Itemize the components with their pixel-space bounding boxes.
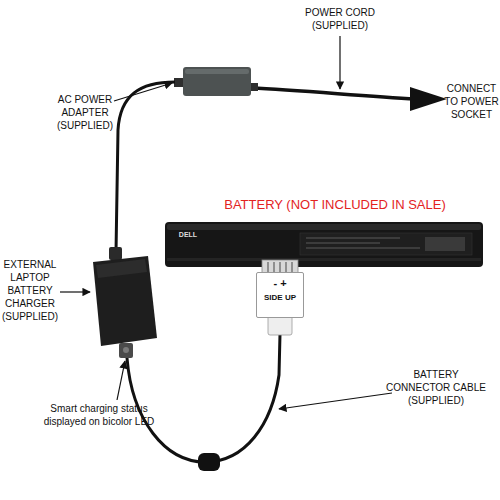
plug-pin <box>291 262 293 272</box>
battery-heading: BATTERY (NOT INCLUDED IN SALE) <box>185 197 485 213</box>
polarity-mark: - + <box>257 277 303 290</box>
callout-label: AC POWER ADAPTER (SUPPLIED) <box>52 93 118 132</box>
led-plug <box>119 343 133 358</box>
sticker-print <box>306 243 380 244</box>
brand-text: DELL <box>173 231 203 239</box>
plug-pin <box>279 262 281 272</box>
power-cord <box>251 88 416 99</box>
cord-arrow <box>410 87 447 111</box>
dc-plug <box>109 247 122 260</box>
leader-arrow <box>117 361 125 400</box>
callout-label: BATTERY CONNECTOR CABLE (SUPPLIED) <box>383 368 489 407</box>
ferrite-bead <box>198 453 220 471</box>
sticker-print <box>306 248 420 249</box>
leader-arrow <box>114 83 172 101</box>
battery-bevel <box>167 258 481 261</box>
charger-highlight <box>96 259 147 278</box>
battery-bevel <box>167 224 481 230</box>
leader-arrow <box>339 36 340 89</box>
battery-charger <box>93 256 157 346</box>
callout-label: EXTERNAL LAPTOP BATTERY CHARGER (SUPPLIE… <box>0 258 60 323</box>
leader-arrow <box>279 393 392 409</box>
plug-pin <box>285 262 287 272</box>
callout-label: Smart charging status displayed on bicol… <box>40 402 158 428</box>
leader-arrow <box>60 291 90 292</box>
plug-pin <box>267 262 269 272</box>
plug-pin <box>273 262 275 272</box>
strain-relief <box>250 83 258 91</box>
adapter-highlight <box>185 69 249 74</box>
battery-connector: - + SIDE UP <box>256 272 304 318</box>
battery-body <box>165 222 483 267</box>
callout-label: POWER CORD (SUPPLIED) <box>300 6 380 32</box>
bicolor-led <box>123 347 129 353</box>
battery-sticker <box>300 233 472 255</box>
callout-label: CONNECT TO POWER SOCKET <box>443 82 500 121</box>
battery-pack: BATTERY (NOT INCLUDED IN SALE)DELL <box>165 222 483 267</box>
ac-adapter <box>183 67 251 96</box>
sticker-print <box>306 238 400 239</box>
connector-cable <box>127 334 280 462</box>
connector-tab <box>268 316 292 335</box>
orientation-text: SIDE UP <box>257 293 303 303</box>
strain-relief <box>174 78 184 87</box>
sticker-mark <box>425 237 465 251</box>
